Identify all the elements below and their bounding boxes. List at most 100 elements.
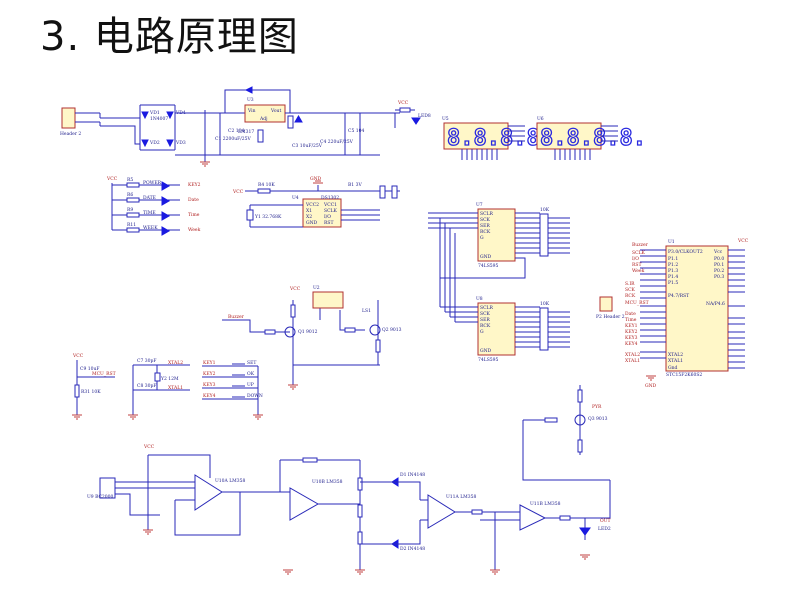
svg-text:U9 BC2000: U9 BC2000	[87, 494, 114, 500]
led-indicator-section: VCC R5 R6 R9 R11 POWER DATE TIME WEEK KE…	[106, 176, 201, 236]
svg-text:XTAL2: XTAL2	[668, 352, 683, 358]
svg-text:RCK: RCK	[480, 229, 491, 235]
svg-text:RST: RST	[324, 220, 333, 226]
mcu-chip	[665, 245, 729, 372]
svg-text:XTAL2: XTAL2	[625, 352, 640, 358]
svg-text:U11A LM358: U11A LM358	[446, 494, 477, 500]
svg-text:NA/P4.6: NA/P4.6	[706, 301, 725, 307]
resistor-r2	[287, 115, 294, 129]
led-2	[579, 527, 591, 536]
svg-text:XTAL2: XTAL2	[168, 360, 183, 366]
svg-text:U5: U5	[442, 116, 449, 122]
svg-text:R31 10K: R31 10K	[81, 389, 101, 395]
svg-text:U2: U2	[313, 285, 320, 291]
rtc-section: VCC R4 10K U4 DS1302 VCC2 X1 X2 GND VCC1…	[232, 176, 400, 228]
svg-text:LED2: LED2	[598, 526, 611, 532]
svg-text:P0.2: P0.2	[714, 268, 724, 274]
svg-text:KEY3: KEY3	[625, 335, 638, 341]
svg-text:D2 IN4148: D2 IN4148	[400, 546, 425, 552]
shift-register-u7: U7 SCLR SCK SER RCK G GND 74LS595 10K	[428, 202, 570, 269]
display-u5-digits: 8.8.8.8.	[447, 126, 553, 151]
diode-vd1	[141, 111, 149, 120]
svg-text:KEY4: KEY4	[625, 341, 638, 347]
rtc-chip-ds1302	[302, 198, 342, 228]
svg-text:SCLR: SCLR	[480, 211, 494, 217]
svg-text:P0.0: P0.0	[714, 256, 724, 262]
svg-text:Y2 12M: Y2 12M	[160, 376, 179, 382]
shift-register-u8: U8 SCLR SCK SER RCK G GND 74LS595 10K	[439, 218, 570, 363]
svg-text:1N4007: 1N4007	[150, 116, 168, 122]
svg-text:VCC: VCC	[397, 100, 409, 106]
display-u5: U5 8.8.8.8.	[442, 116, 554, 160]
svg-text:Date: Date	[625, 311, 636, 317]
svg-text:MCU_RST: MCU_RST	[92, 371, 116, 377]
section-title: 电路原理图	[93, 14, 299, 60]
svg-text:G: G	[480, 329, 484, 335]
svg-text:P0.3: P0.3	[714, 274, 724, 280]
svg-text:P1.1: P1.1	[668, 256, 678, 262]
svg-text:SET: SET	[247, 360, 256, 366]
svg-text:C4 220uF/25V: C4 220uF/25V	[320, 139, 354, 145]
svg-text:PYR: PYR	[592, 404, 602, 410]
svg-text:RST: RST	[632, 262, 641, 268]
display-u6: U6 8.8.8.8.	[536, 116, 647, 160]
svg-text:VCC: VCC	[289, 286, 301, 292]
svg-text:OK: OK	[247, 371, 255, 377]
svg-text:P1.2: P1.2	[668, 262, 678, 268]
svg-text:P1.3: P1.3	[668, 268, 678, 274]
svg-text:VCC: VCC	[232, 189, 244, 195]
svg-text:Vin: Vin	[247, 108, 256, 114]
svg-text:B1 3V: B1 3V	[348, 182, 362, 188]
svg-text:VCC: VCC	[72, 353, 84, 359]
svg-text:SER: SER	[480, 317, 490, 323]
svg-text:I/O: I/O	[632, 256, 639, 262]
svg-text:VD1: VD1	[149, 110, 160, 116]
svg-text:GND: GND	[310, 176, 322, 182]
svg-text:P1.4: P1.4	[668, 274, 678, 280]
svg-text:OUT: OUT	[600, 518, 610, 524]
svg-text:VD2: VD2	[149, 140, 160, 146]
page-title: 3. 电路原理图	[40, 4, 299, 62]
svg-text:74LS595: 74LS595	[478, 357, 499, 363]
ir-sensor-section: U9 BC2000 U10A LM358 U10B LM358 D1 IN414…	[87, 385, 611, 575]
svg-text:U8: U8	[476, 296, 483, 302]
svg-text:X2: X2	[306, 214, 312, 220]
buzzer-module-u2	[312, 291, 344, 309]
svg-text:GND: GND	[306, 220, 318, 226]
svg-text:C1 2200uF/25V: C1 2200uF/25V	[215, 136, 251, 142]
svg-text:GND: GND	[480, 254, 492, 260]
svg-text:VD3: VD3	[175, 140, 186, 146]
section-number: 3.	[40, 14, 81, 60]
svg-text:KEY1: KEY1	[203, 360, 216, 366]
power-supply-section: Header 2 VD1 VD4 VD2 VD3 1N4007 U3 Vin V…	[60, 86, 431, 167]
svg-text:Buzzer: Buzzer	[632, 242, 649, 248]
svg-text:S.IR: S.IR	[625, 281, 635, 287]
svg-text:C9 10uF: C9 10uF	[80, 366, 99, 372]
svg-text:Time: Time	[625, 317, 637, 323]
svg-text:Buzzer: Buzzer	[228, 314, 245, 320]
diode-vd3	[166, 139, 174, 148]
power-header-label: Header 2	[60, 131, 81, 137]
svg-text:LED8: LED8	[418, 113, 431, 119]
svg-text:GND: GND	[645, 383, 657, 389]
svg-text:P4.7/RST: P4.7/RST	[668, 293, 689, 299]
svg-text:C7 30pF: C7 30pF	[137, 358, 156, 364]
svg-text:Y1 32.768K: Y1 32.768K	[254, 214, 282, 220]
crystal-y1	[246, 209, 254, 221]
svg-text:74LS595: 74LS595	[478, 263, 499, 269]
svg-text:KEY2: KEY2	[203, 371, 216, 377]
svg-text:KEY3: KEY3	[203, 382, 216, 388]
svg-text:Adj: Adj	[259, 116, 268, 122]
svg-text:LS1: LS1	[362, 308, 371, 314]
svg-text:R9: R9	[127, 207, 133, 213]
svg-text:Week: Week	[632, 268, 645, 274]
svg-text:RCK: RCK	[625, 293, 636, 299]
svg-text:U3: U3	[247, 97, 254, 103]
svg-text:C3 10uF/25V: C3 10uF/25V	[292, 143, 323, 149]
svg-text:VCC: VCC	[737, 238, 749, 244]
svg-text:C2 104: C2 104	[228, 128, 244, 134]
svg-text:Date: Date	[188, 197, 199, 203]
svg-text:U7: U7	[476, 202, 483, 208]
svg-text:U10B LM358: U10B LM358	[312, 479, 343, 485]
